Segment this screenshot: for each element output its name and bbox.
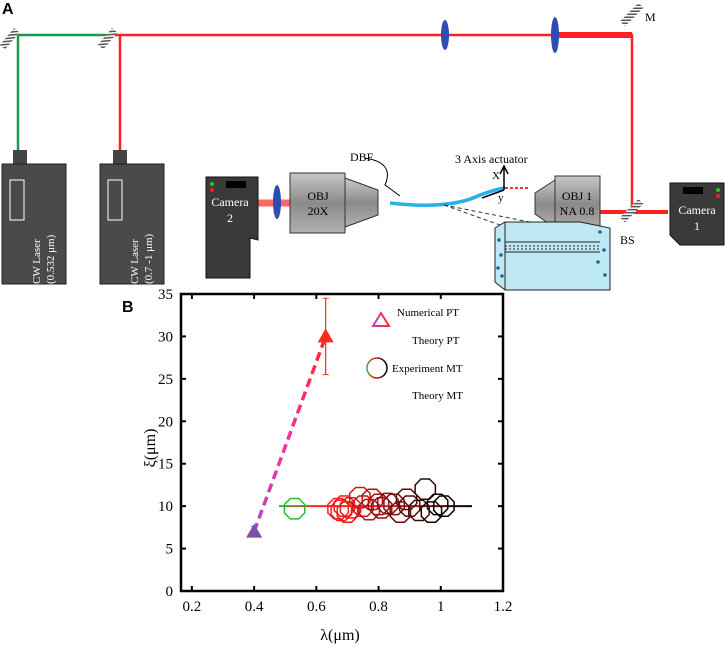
y-tick-label: 20	[158, 414, 173, 430]
lens-2	[551, 17, 559, 53]
bs-label: BS	[620, 233, 635, 247]
plot-frame	[179, 292, 505, 593]
x-tick-label: 0.6	[307, 599, 326, 615]
legend-theory-mt: Theory MT	[412, 390, 463, 402]
y-tick-label: 30	[158, 329, 173, 345]
axis-y-label: y	[498, 192, 504, 204]
legend-marker-numerical-pt	[371, 311, 391, 327]
objective-20x: OBJ 20X	[289, 172, 379, 234]
x-axis-label: λ(μm)	[320, 627, 359, 644]
y-tick-label: 35	[158, 287, 173, 303]
y-tick-label: 0	[166, 584, 174, 600]
axis-arrows	[481, 164, 509, 199]
lens-1	[441, 20, 449, 50]
laser-1-label: CW Laser	[31, 239, 43, 284]
laser-2-wavelength: (0.7 -1 μm)	[143, 233, 155, 284]
laser-2: CW Laser (0.7 -1 μm)	[99, 150, 165, 285]
experiment-mt-point	[370, 496, 393, 519]
legend-theory-pt: Theory PT	[412, 335, 460, 347]
legend-experiment-mt: Experiment MT	[392, 363, 463, 375]
obj-20x-label: OBJ	[307, 189, 329, 203]
panel-a-label: A	[2, 1, 14, 18]
y-tick-label: 5	[166, 542, 174, 558]
beam-splitter	[619, 198, 644, 223]
theory-mt-line	[279, 505, 472, 508]
y-tick-label: 15	[158, 457, 173, 473]
theory-pt-line	[252, 335, 328, 533]
actuator-label: 3 Axis actuator	[455, 152, 528, 166]
experiment-mt-point	[432, 495, 455, 518]
x-tick-label: 1	[437, 599, 445, 615]
mirror-2	[97, 28, 118, 50]
legend-marker-experiment-mt	[366, 357, 388, 379]
mirror-label: M	[645, 10, 656, 24]
lens-3	[273, 185, 281, 219]
y-axis-label: ξ(μm)	[142, 429, 159, 468]
experiment-mt-point	[336, 501, 359, 523]
experiment-mt-point	[330, 499, 353, 522]
axis-x-label: X	[492, 170, 500, 182]
obj-20x-mag: 20X	[308, 204, 329, 218]
experiment-mt-point	[333, 495, 356, 518]
fiber-dbf	[389, 186, 506, 207]
experiment-mt-point	[426, 493, 449, 516]
camera-2-label: Camera	[211, 195, 249, 209]
experiment-mt-point	[414, 478, 437, 501]
laser-1: CW Laser (0.532 μm)	[1, 150, 67, 285]
experiment-mt-point	[361, 488, 384, 511]
camera-2: Camera 2	[205, 176, 259, 279]
y-tick-label: 25	[158, 372, 173, 388]
obj-1-na: NA 0.8	[560, 204, 595, 218]
beam-paths	[16, 32, 668, 214]
panel-b-label: B	[122, 299, 134, 316]
experiment-mt-point	[339, 496, 362, 519]
camera-2-number: 2	[227, 211, 233, 225]
dbf-label: DBF	[350, 150, 374, 164]
camera-1: Camera 1	[669, 182, 725, 246]
dbf-pointer	[363, 157, 401, 197]
experiment-mt-point	[283, 497, 306, 520]
y-tick-label: 10	[158, 499, 173, 515]
fiber-cross-section	[494, 221, 611, 291]
green-beam	[16, 33, 110, 160]
x-tick-label: 0.4	[245, 599, 264, 615]
laser-1-wavelength: (0.532 μm)	[45, 234, 57, 284]
experiment-mt-point	[420, 501, 443, 523]
legend-numerical-pt: Numerical PT	[397, 307, 459, 319]
laser-2-label: CW Laser	[129, 239, 141, 284]
camera-1-label: Camera	[678, 203, 716, 217]
camera-1-number: 1	[694, 219, 700, 233]
mirror-1	[0, 28, 20, 50]
legend: Numerical PT Theory PT Experiment MT The…	[359, 307, 463, 402]
mirror-m	[619, 2, 644, 27]
numerical-pt-point	[317, 328, 334, 343]
obj-1-label: OBJ 1	[562, 189, 592, 203]
x-tick-label: 1.2	[494, 599, 513, 615]
experiment-mt-point	[348, 486, 371, 509]
x-tick-label: 0.8	[369, 599, 388, 615]
x-tick-label: 0.2	[183, 599, 202, 615]
numerical-pt-point	[246, 523, 263, 538]
